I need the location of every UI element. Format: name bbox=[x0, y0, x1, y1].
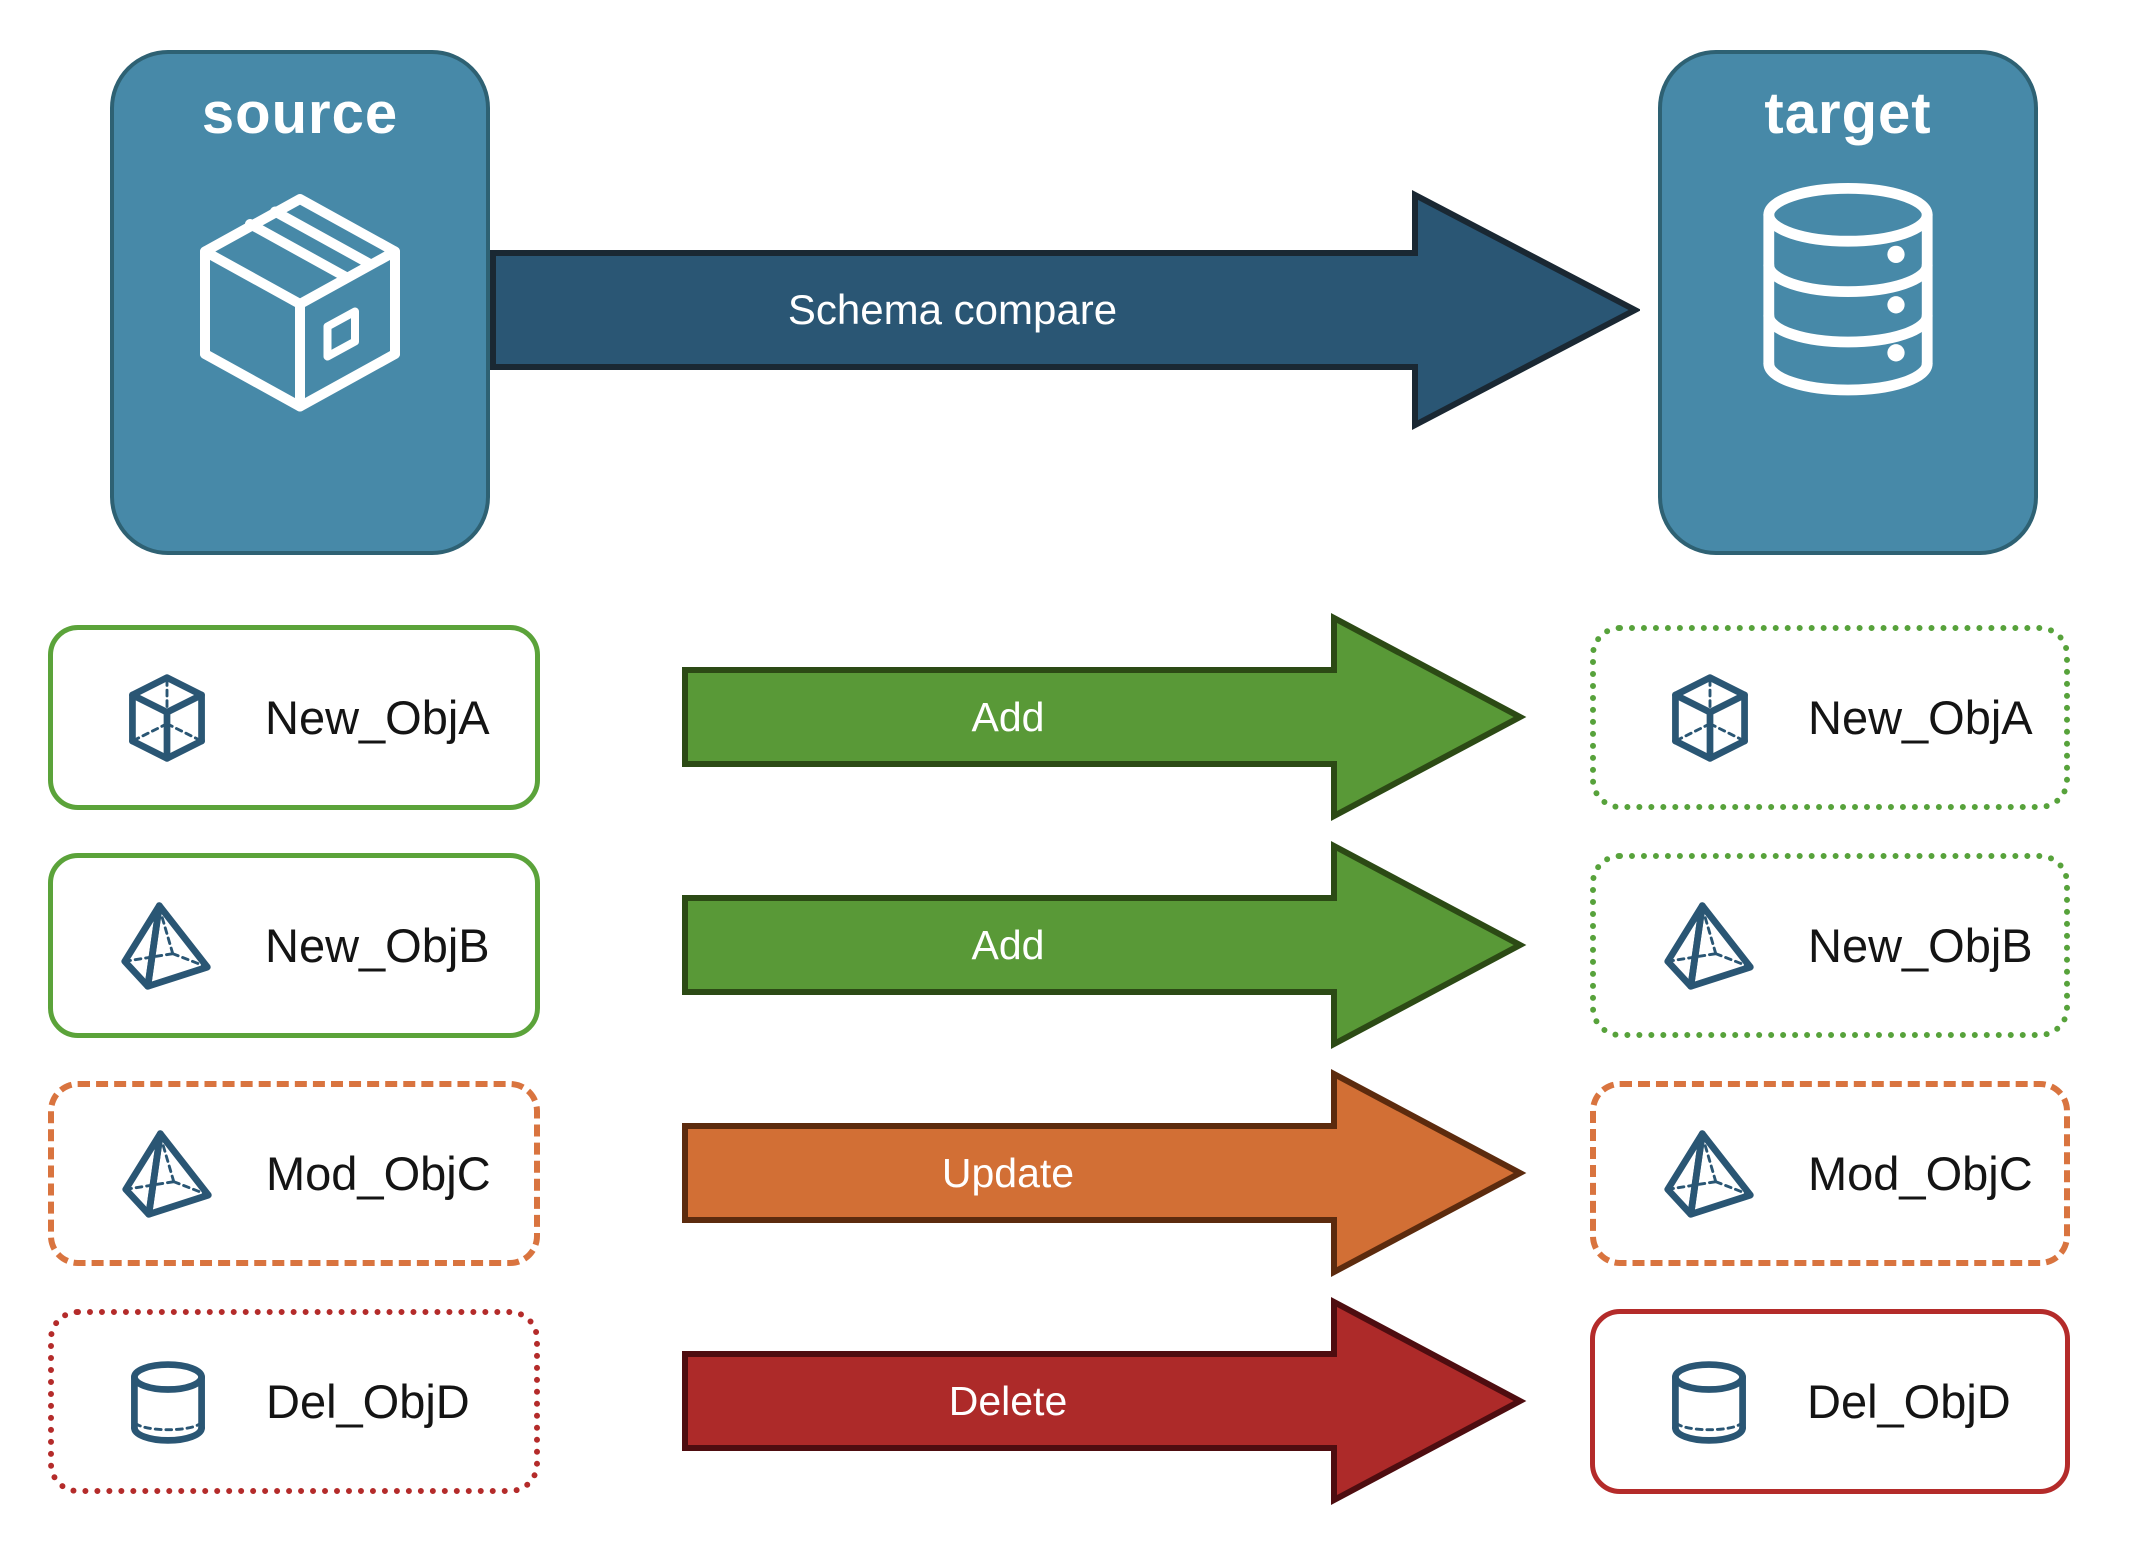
schema-compare-arrow: Schema compare bbox=[490, 190, 1640, 430]
add-arrow-label: Add bbox=[971, 921, 1045, 968]
source-object-mod-objc: Mod_ObjC bbox=[48, 1081, 540, 1266]
package-box-icon bbox=[175, 169, 425, 424]
add-arrow-row1: Add bbox=[682, 612, 1527, 822]
object-label: New_ObjB bbox=[265, 919, 490, 972]
object-label: New_ObjB bbox=[1808, 919, 2033, 972]
delete-arrow-shape bbox=[682, 1297, 1527, 1505]
object-label: Del_ObjD bbox=[1807, 1375, 2011, 1428]
source-object-new-objb: New_ObjB bbox=[48, 853, 540, 1038]
add-arrow-shape bbox=[682, 613, 1527, 821]
database-icon bbox=[1728, 169, 1968, 424]
target-label: target bbox=[1764, 81, 1932, 146]
update-arrow: Update bbox=[682, 1068, 1527, 1278]
delete-arrow: Delete bbox=[682, 1296, 1527, 1506]
object-label: New_ObjA bbox=[265, 691, 490, 744]
delete-arrow-label: Delete bbox=[948, 1377, 1068, 1424]
cube-icon bbox=[129, 673, 205, 762]
add-arrow-shape bbox=[682, 841, 1527, 1049]
add-arrow-label: Add bbox=[971, 693, 1045, 740]
source-object-new-obja: New_ObjA bbox=[48, 625, 540, 810]
add-arrow-row2: Add bbox=[682, 840, 1527, 1050]
update-arrow-label: Update bbox=[941, 1149, 1075, 1196]
cylinder-icon bbox=[1672, 1360, 1746, 1444]
target-object-mod-objc: Mod_ObjC bbox=[1590, 1081, 2070, 1266]
schema-compare-arrow-shape bbox=[490, 190, 1640, 430]
target-object-del-objd: Del_ObjD bbox=[1590, 1309, 2070, 1494]
source-object-del-objd: Del_ObjD bbox=[48, 1309, 540, 1494]
target-object-new-obja: New_ObjA bbox=[1590, 625, 2070, 810]
object-label: Mod_ObjC bbox=[266, 1147, 491, 1200]
source-label: source bbox=[201, 81, 399, 146]
schema-compare-label: Schema compare bbox=[787, 286, 1118, 333]
update-arrow-shape bbox=[682, 1069, 1527, 1277]
target-node: target bbox=[1658, 50, 2038, 555]
object-label: New_ObjA bbox=[1808, 691, 2033, 744]
pyramid-icon bbox=[1664, 901, 1754, 990]
pyramid-icon bbox=[122, 1129, 212, 1218]
object-label: Mod_ObjC bbox=[1808, 1147, 2033, 1200]
cylinder-icon bbox=[131, 1360, 205, 1444]
pyramid-icon bbox=[121, 901, 211, 990]
target-object-new-objb: New_ObjB bbox=[1590, 853, 2070, 1038]
pyramid-icon bbox=[1664, 1129, 1754, 1218]
object-label: Del_ObjD bbox=[266, 1375, 470, 1428]
source-node: source bbox=[110, 50, 490, 555]
cube-icon bbox=[1672, 673, 1748, 762]
